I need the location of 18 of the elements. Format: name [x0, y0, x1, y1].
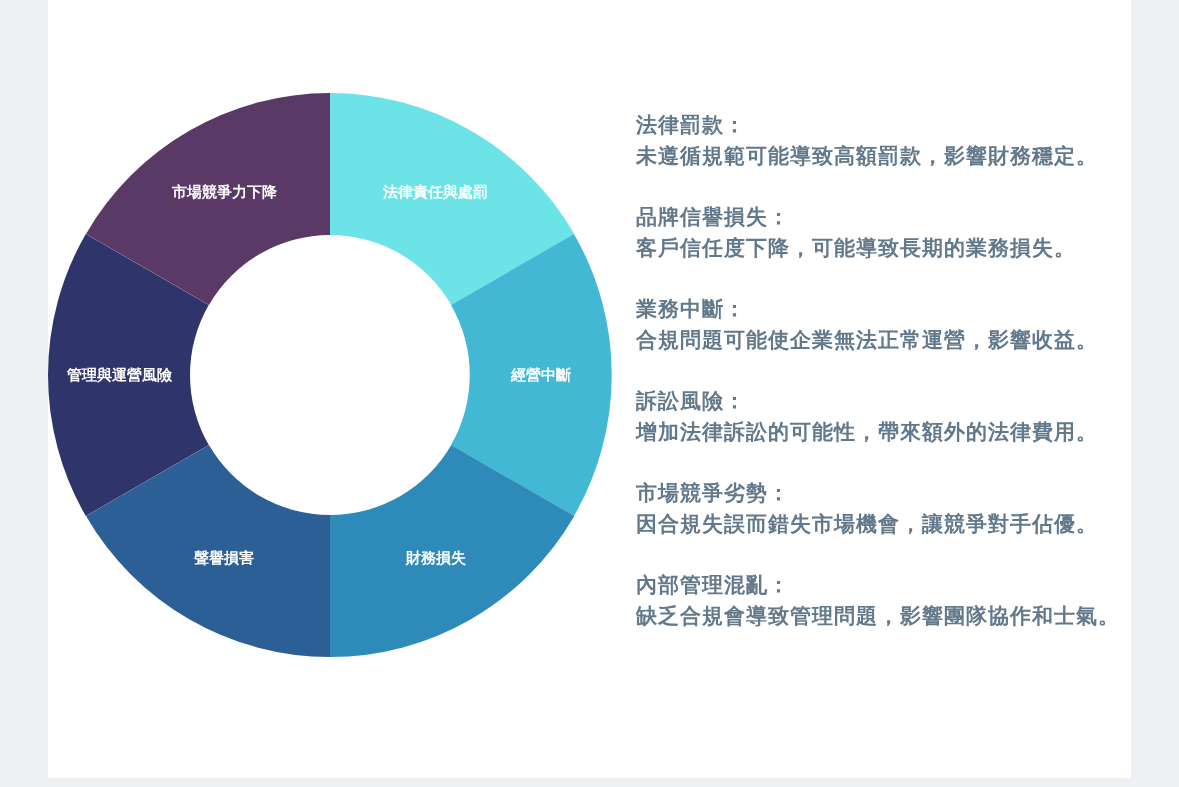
- segment-label: 聲譽損害: [194, 548, 255, 567]
- segment-label: 市場競爭力下降: [172, 183, 277, 202]
- segment-label: 財務損失: [405, 548, 466, 567]
- segment-label: 法律責任與處罰: [383, 183, 488, 202]
- risk-description: 合規問題可能使企業無法正常運營，影響收益。: [636, 327, 1098, 353]
- risk-description: 客戶信任度下降，可能導致長期的業務損失。: [636, 235, 1076, 261]
- segment-label: 經營中斷: [511, 366, 571, 384]
- risk-description: 增加法律訴訟的可能性，帶來額外的法律費用。: [636, 419, 1098, 445]
- risk-heading: 內部管理混亂：: [636, 572, 790, 598]
- risk-heading: 法律罰款：: [636, 112, 746, 138]
- risk-description: 未遵循規範可能導致高額罰款，影響財務穩定。: [636, 143, 1098, 169]
- risk-description: 缺乏合規會導致管理問題，影響團隊協作和士氣。: [636, 603, 1120, 629]
- risk-heading: 業務中斷：: [636, 296, 746, 322]
- risk-heading: 市場競爭劣勢：: [636, 480, 790, 506]
- risk-heading: 訴訟風險：: [636, 388, 746, 414]
- risk-description: 因合規失誤而錯失市場機會，讓競爭對手佔優。: [636, 511, 1098, 537]
- segment-label: 管理與運營風險: [66, 366, 172, 384]
- risk-heading: 品牌信譽損失：: [636, 204, 790, 230]
